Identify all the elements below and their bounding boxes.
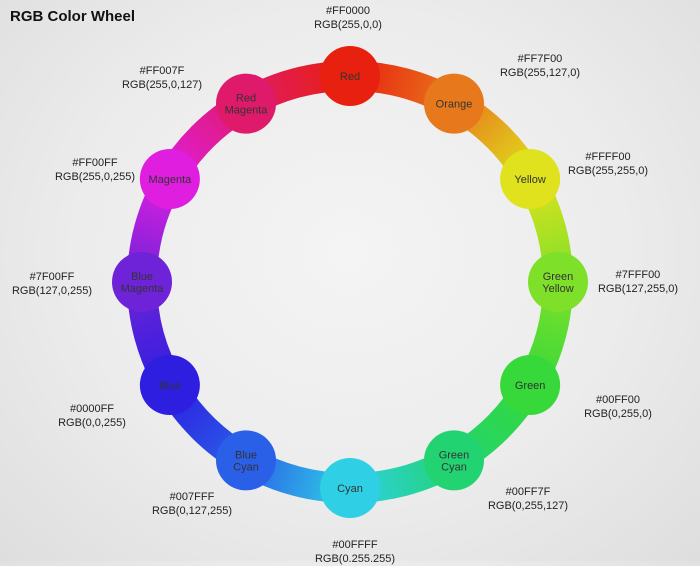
hex-code: #FFFF00	[585, 151, 631, 163]
color-node: Cyan	[320, 458, 380, 518]
hex-code: #0000FF	[69, 403, 115, 415]
color-node: Red	[320, 46, 380, 106]
color-node-circle	[216, 430, 276, 491]
color-node-label: Blue	[159, 380, 181, 392]
color-node-circle	[139, 355, 200, 415]
hex-code: #FF007F	[139, 65, 185, 77]
color-node-label: Green	[515, 380, 546, 392]
rgb-value: RGB(255,0,127)	[121, 79, 203, 91]
color-node-circle	[216, 73, 276, 134]
color-annotation: #0000FF RGB(0,0,255)	[47, 402, 137, 430]
rgb-value: RGB(255,0,0)	[314, 19, 382, 31]
hex-code: #00FF00	[595, 394, 641, 406]
rgb-value: RGB(255,0,255)	[54, 171, 136, 183]
color-annotation: #00FFFF RGB(0.255.255)	[310, 538, 400, 566]
color-node-circle	[139, 149, 200, 209]
color-node-label: Yellow	[514, 174, 545, 186]
rgb-value: RGB(127,0,255)	[11, 285, 93, 297]
color-node-circle	[112, 252, 172, 312]
color-node-circle	[424, 73, 484, 134]
hex-code: #00FFFF	[332, 539, 378, 551]
color-node: Yellow	[500, 149, 561, 209]
rgb-value: RGB(255,127,0)	[499, 67, 581, 79]
color-node-circle	[424, 430, 484, 491]
color-node-circle	[320, 458, 380, 518]
color-node-circle	[320, 46, 380, 106]
hex-code: #FF00FF	[72, 157, 118, 169]
hex-code: #FF7F00	[517, 53, 563, 65]
rgb-value: RGB(0,255,0)	[584, 408, 652, 420]
hex-code: #007FFF	[169, 491, 215, 503]
color-node-label: Red	[340, 71, 360, 83]
rgb-value: RGB(255,255,0)	[567, 165, 649, 177]
color-annotation: #FF00FF RGB(255,0,255)	[50, 156, 140, 184]
rgb-value: RGB(0,0,255)	[58, 417, 126, 429]
color-node-circle	[528, 252, 588, 312]
color-annotation: #007FFF RGB(0,127,255)	[147, 490, 237, 518]
color-annotation: #FF007F RGB(255,0,127)	[117, 64, 207, 92]
rgb-value: RGB(127,255,0)	[597, 283, 679, 295]
color-node: Orange	[424, 73, 484, 134]
hex-code: #FF0000	[325, 5, 371, 17]
color-node: Green	[500, 355, 561, 415]
hex-code: #7F00FF	[29, 271, 75, 283]
rgb-value: RGB(0.255.255)	[314, 553, 396, 565]
color-node-label: Cyan	[337, 483, 363, 495]
color-node-label: Orange	[436, 99, 473, 111]
color-annotation: #7F00FF RGB(127,0,255)	[7, 270, 97, 298]
hex-code: #7FFF00	[615, 269, 661, 281]
hex-code: #00FF7F	[505, 486, 551, 498]
rgb-value: RGB(0,255,127)	[487, 500, 569, 512]
color-node: Magenta	[139, 149, 200, 209]
page-title: RGB Color Wheel	[10, 8, 136, 25]
rgb-value: RGB(0,127,255)	[151, 505, 233, 517]
color-node-circle	[500, 149, 561, 209]
color-node: Blue	[139, 355, 200, 415]
color-annotation: #00FF7F RGB(0,255,127)	[483, 485, 573, 513]
color-node-label: Magenta	[148, 174, 192, 186]
color-node-circle	[500, 355, 561, 415]
